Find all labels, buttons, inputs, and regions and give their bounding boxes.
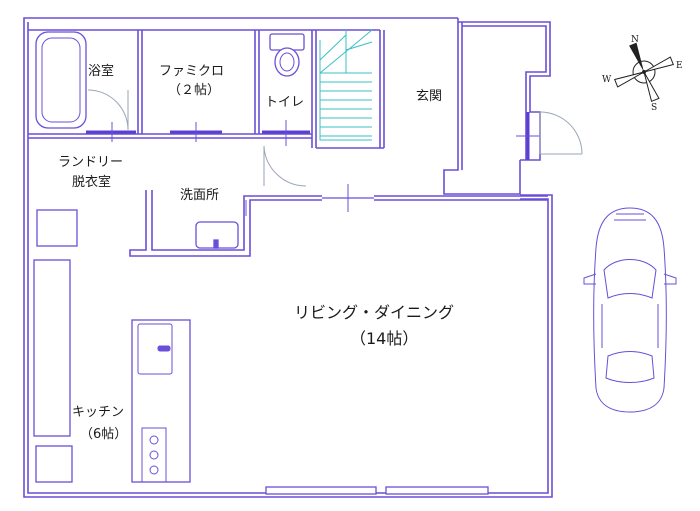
- bathtub: [35, 31, 87, 129]
- south-windows: [265, 486, 489, 495]
- label-kitchen-title: キッチン: [72, 405, 124, 420]
- label-bath: 浴室: [88, 63, 114, 79]
- compass-icon: [614, 42, 674, 102]
- label-toilet: トイレ: [265, 95, 304, 110]
- entrance-porch: [458, 21, 551, 161]
- compass-south: S: [651, 103, 657, 113]
- sliding-doors: [86, 112, 540, 212]
- washbasin: [195, 200, 247, 249]
- compass-east: E: [676, 61, 683, 71]
- car-icon: [583, 207, 677, 413]
- label-kitchen-size: （6帖）: [80, 427, 127, 442]
- staircase: [319, 29, 373, 141]
- washing-machine: [36, 209, 78, 247]
- kitchen-island: [131, 319, 191, 483]
- label-living-title: リビング・ダイニング: [294, 303, 454, 322]
- label-closet-size: （２帖）: [168, 83, 220, 98]
- label-laundry-line1: ランドリー: [58, 155, 123, 170]
- toilet-fixture: [269, 33, 305, 77]
- compass-north: N: [631, 35, 639, 45]
- label-living-size: （14帖）: [350, 329, 418, 348]
- outer-walls: [23, 17, 553, 498]
- door-swings: [87, 89, 583, 187]
- interior-walls: [28, 29, 385, 149]
- kitchen-counter-left: [33, 259, 73, 483]
- label-laundry-line2: 脱衣室: [72, 174, 111, 190]
- label-closet-title: ファミクロ: [159, 64, 224, 79]
- compass-west: W: [602, 75, 612, 85]
- label-washroom: 洗面所: [180, 188, 219, 203]
- label-entrance: 玄関: [416, 89, 442, 104]
- washroom-walls: [129, 190, 548, 257]
